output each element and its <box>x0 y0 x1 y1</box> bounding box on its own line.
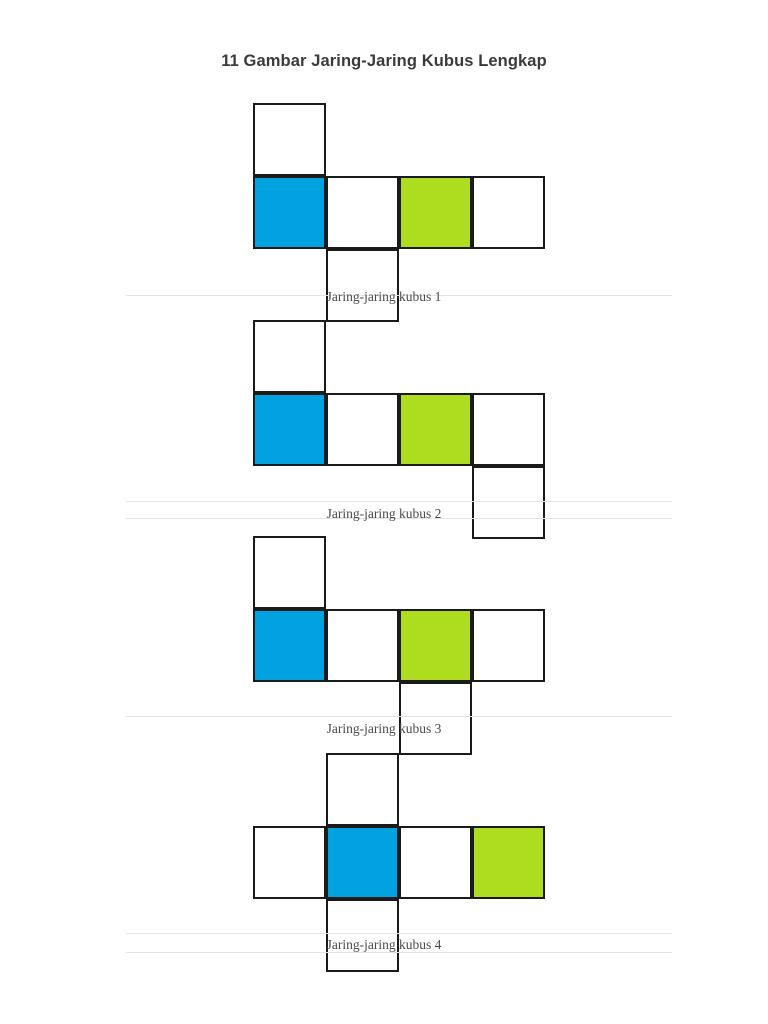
figure-caption: Jaring-jaring kubus 4 <box>326 937 442 952</box>
net-square-white <box>472 176 545 249</box>
net-square-green <box>472 826 545 899</box>
net-square-white <box>399 826 472 899</box>
net-square-white <box>472 393 545 466</box>
figure-caption: Jaring-jaring kubus 2 <box>326 506 442 521</box>
net-square-white <box>253 103 326 176</box>
cube-net-2-grid <box>253 320 545 539</box>
net-square-white <box>326 899 399 972</box>
net-square-white <box>472 466 545 539</box>
figure-caption: Jaring-jaring kubus 3 <box>326 721 442 736</box>
net-square-white <box>472 609 545 682</box>
horizontal-rule <box>126 501 672 502</box>
figure-caption: Jaring-jaring kubus 1 <box>326 289 442 304</box>
horizontal-rule <box>126 716 672 717</box>
horizontal-rule <box>126 933 672 934</box>
cube-net-1-grid <box>253 103 545 322</box>
net-square-blue <box>253 393 326 466</box>
net-square-white <box>326 176 399 249</box>
net-square-white <box>326 249 399 322</box>
cube-net-figure <box>0 753 768 972</box>
net-square-green <box>399 609 472 682</box>
net-square-white <box>399 682 472 755</box>
net-square-green <box>399 176 472 249</box>
cube-net-3-grid <box>253 536 545 755</box>
cube-net-figure <box>0 103 768 322</box>
cube-net-figure <box>0 536 768 755</box>
cube-net-4-grid <box>253 753 545 972</box>
net-square-white <box>253 826 326 899</box>
horizontal-rule <box>126 952 672 953</box>
page-title: 11 Gambar Jaring-Jaring Kubus Lengkap <box>221 52 547 70</box>
net-square-white <box>253 320 326 393</box>
net-square-green <box>399 393 472 466</box>
net-square-white <box>326 393 399 466</box>
net-square-white <box>326 753 399 826</box>
net-square-white <box>326 609 399 682</box>
horizontal-rule <box>126 295 672 296</box>
net-square-blue <box>253 609 326 682</box>
cube-net-figure <box>0 320 768 539</box>
net-square-blue <box>326 826 399 899</box>
net-square-blue <box>253 176 326 249</box>
net-square-white <box>253 536 326 609</box>
horizontal-rule <box>126 518 672 519</box>
